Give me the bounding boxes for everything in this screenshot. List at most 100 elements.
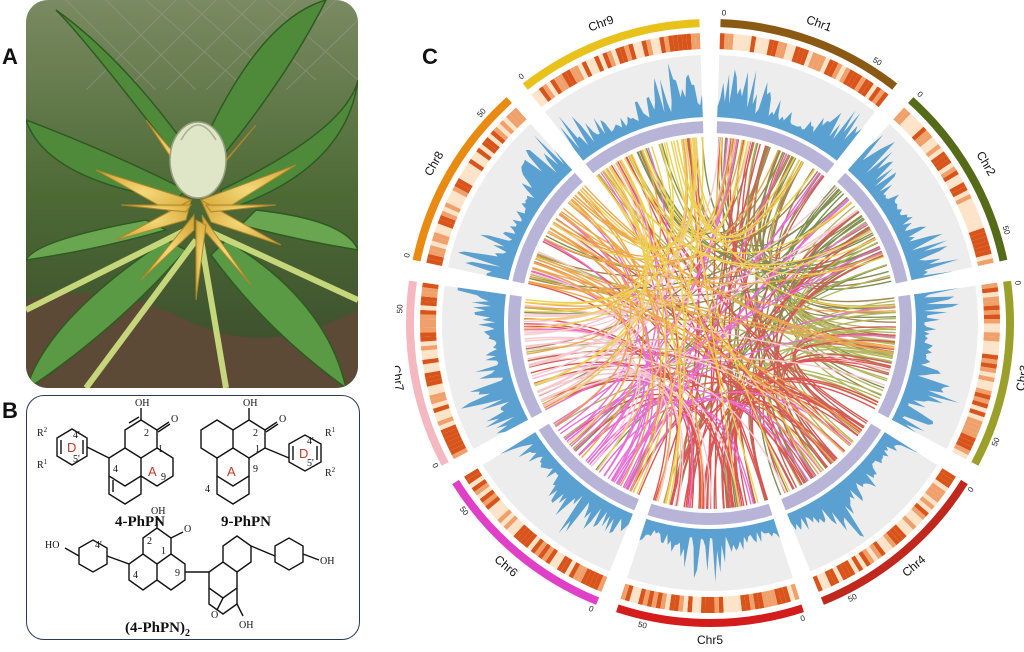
synteny-link (543, 149, 779, 267)
heatmap-cell (510, 521, 525, 537)
heatmap-cell (728, 33, 734, 50)
synteny-link (638, 411, 693, 508)
heatmap-cell (421, 353, 439, 360)
heatmap-cell (668, 35, 675, 52)
heatmap-cell (687, 596, 693, 613)
heatmap-cell (744, 594, 751, 611)
heatmap-cell (876, 538, 890, 554)
tick-label: 50 (637, 620, 648, 631)
heatmap-cell (758, 37, 766, 55)
heatmap-cell (981, 353, 999, 360)
heatmap-cell (474, 482, 490, 496)
heatmap-cell (983, 340, 1000, 347)
heatmap-cell (664, 593, 672, 611)
synteny-link (543, 373, 846, 452)
heatmap-cell (922, 492, 938, 507)
heatmap-cell (428, 249, 445, 258)
inner-ring-segment (585, 121, 704, 174)
heatmap-cell (857, 78, 871, 95)
heatmap-cell (538, 86, 552, 102)
heatmap-cell (732, 33, 739, 51)
heatmap-cell (819, 57, 831, 74)
heatmap-cell (714, 596, 720, 613)
chromosome-ideogram (820, 479, 968, 605)
synteny-link (722, 392, 859, 509)
heatmap-cell (902, 515, 917, 530)
heatmap-cell (632, 42, 641, 59)
heatmap-cell (783, 43, 792, 61)
locant-9b: 9 (253, 464, 258, 475)
heatmap-cell (420, 336, 437, 342)
heatmap-cell (499, 120, 515, 135)
heatmap-cell (762, 38, 770, 55)
heatmap-cell (637, 588, 647, 605)
heatmap-cell (925, 144, 941, 158)
synteny-link (533, 262, 628, 426)
heatmap-cell (425, 374, 442, 383)
heatmap-cell (835, 65, 847, 82)
synteny-link (608, 166, 876, 269)
heatmap-cell (516, 527, 531, 543)
heatmap-cell (531, 91, 545, 108)
tick-label: 0 (722, 8, 727, 17)
heatmap-cell (623, 44, 633, 62)
panel-label-a: A (2, 44, 18, 69)
heatmap-cell (442, 428, 459, 439)
synteny-link (595, 175, 823, 472)
heatmap-cell (927, 485, 944, 500)
synteny-link (524, 336, 641, 472)
synteny-link (577, 191, 673, 502)
density-histogram (787, 432, 919, 537)
heatmap-cell (960, 206, 978, 217)
heatmap-cell (753, 36, 761, 54)
oh-label-5: OH (320, 556, 334, 567)
heatmap-cell (426, 379, 443, 387)
heatmap-cell (581, 61, 593, 78)
heatmap-cell (420, 314, 437, 320)
heatmap-cell (930, 151, 947, 165)
heatmap-cell (983, 300, 1000, 307)
synteny-link (527, 351, 787, 494)
heatmap-cell (922, 140, 939, 154)
heatmap-cell (429, 391, 446, 401)
locant-1b: 1 (255, 444, 260, 455)
heatmap-cell (795, 47, 805, 65)
heatmap-cell (421, 291, 438, 298)
heatmap-cell (983, 318, 1000, 324)
synteny-link (558, 213, 651, 482)
histogram-background (717, 55, 875, 161)
heatmap-cell (940, 468, 956, 481)
chromosome-label: Chr2 (974, 149, 999, 179)
synteny-link (744, 145, 803, 485)
synteny-link (584, 185, 894, 354)
heatmap-cell (902, 116, 918, 132)
compound-label-9-phpn: 9-PhPN (221, 514, 271, 530)
heatmap-cell (869, 543, 883, 560)
heatmap-cell (916, 499, 932, 514)
synteny-link (625, 156, 867, 425)
density-histogram (891, 287, 960, 433)
heatmap-cell (854, 553, 868, 570)
heatmap-cell (651, 591, 659, 608)
ring-d-label-2: D (299, 446, 308, 461)
heatmap-cell (846, 71, 859, 88)
locant-5p: 5' (73, 454, 80, 465)
heatmap-cell (696, 596, 702, 613)
heatmap-cell (691, 596, 698, 613)
heatmap-cell (851, 555, 864, 572)
heatmap-cell (973, 245, 991, 254)
heatmap-cell (979, 366, 997, 374)
heatmap-cell (937, 471, 954, 485)
heatmap-cell (917, 133, 933, 148)
synteny-link (535, 258, 895, 348)
heatmap-cell (476, 147, 492, 161)
heatmap-cell (426, 258, 443, 267)
heatmap-cell (420, 300, 437, 307)
heatmap-cell (534, 540, 548, 557)
heatmap-cell (790, 583, 800, 601)
heatmap-cell (896, 110, 911, 126)
heatmap-cell (512, 107, 527, 123)
heatmap-cell (568, 562, 581, 579)
heatmap-cell (576, 566, 588, 583)
chromosome-ideogram (616, 604, 804, 627)
